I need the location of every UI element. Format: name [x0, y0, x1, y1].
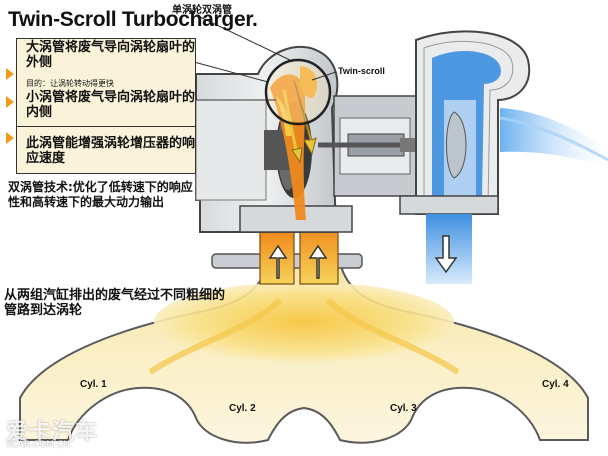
callout-small-scroll: 小涡管将废气导向涡轮扇叶的内侧	[26, 90, 196, 120]
callout-marker-2	[6, 96, 14, 108]
exhaust-note: 从两组汽缸排出的废气经过不同粗细的管路到达涡轮	[4, 288, 234, 318]
intake-air-jet	[500, 108, 608, 168]
diagram-title-cn: 单涡轮双涡管	[172, 1, 232, 16]
callout-marker-1	[6, 68, 14, 80]
twin-scroll-label: Twin-scroll	[338, 66, 385, 76]
cylinder-label-1: Cyl. 1	[80, 379, 107, 390]
tech-note: 双涡管技术:优化了低转速下的响应性和高转速下的最大动力输出	[8, 180, 198, 210]
watermark-url: XCAR.COM.CN	[6, 440, 70, 450]
callout-marker-3	[6, 132, 14, 144]
callout-response: 此涡管能增强涡轮增压器的响应速度	[26, 136, 196, 166]
callout-large-scroll: 大涡管将废气导向涡轮扇叶的外侧	[26, 40, 196, 70]
cylinder-label-4: Cyl. 4	[542, 379, 569, 390]
cylinder-label-2: Cyl. 2	[229, 403, 256, 414]
cylinder-label-3: Cyl. 3	[390, 403, 417, 414]
callout-purpose: 目的：让涡轮转动得更快	[26, 78, 114, 89]
